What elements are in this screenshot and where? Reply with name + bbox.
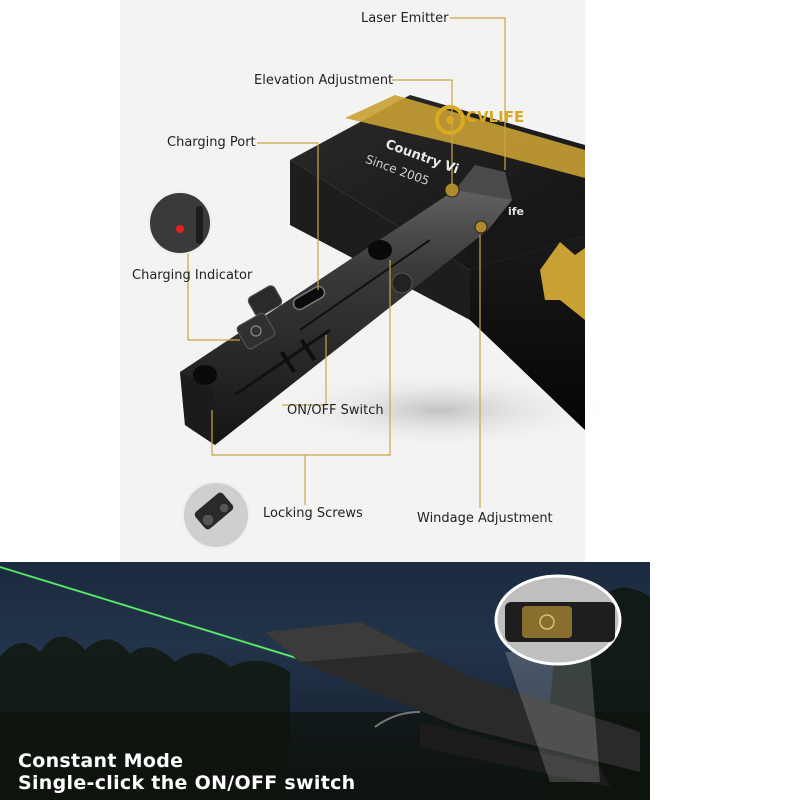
laser-sight-body xyxy=(180,165,512,445)
on-off-switch-closeup xyxy=(522,606,572,638)
label-windage-adjustment: Windage Adjustment xyxy=(417,511,553,526)
rear-mount-hole xyxy=(193,365,217,385)
box-gold-stripe xyxy=(345,95,585,178)
label-on-off-switch: ON/OFF Switch xyxy=(287,403,384,418)
switch-closeup-inset xyxy=(494,574,622,666)
rifle-barrel xyxy=(265,622,640,772)
box-suffix-text: ife xyxy=(508,205,525,218)
cvlife-logo-icon xyxy=(435,105,465,135)
charging-port-flap[interactable] xyxy=(247,284,284,318)
spotlight-cone xyxy=(505,652,600,782)
charging-indicator-inset xyxy=(148,191,212,255)
power-icon xyxy=(250,325,262,337)
charging-indicator-led xyxy=(176,225,184,233)
laser-sight-illustration xyxy=(148,17,610,549)
label-elevation-adjustment: Elevation Adjustment xyxy=(254,73,394,88)
locking-screw[interactable] xyxy=(391,272,413,294)
box-brand-logo: CVLIFE xyxy=(466,108,525,126)
elevation-adjust-screw[interactable] xyxy=(444,182,460,198)
windage-adjust-screw[interactable] xyxy=(474,220,488,234)
label-charging-port: Charging Port xyxy=(167,135,256,150)
night-scene-illustration xyxy=(0,565,650,800)
callout-leader-lines xyxy=(187,17,506,508)
label-locking-screws: Locking Screws xyxy=(263,506,363,521)
label-laser-emitter: Laser Emitter xyxy=(361,11,449,26)
middle-mount-hole xyxy=(368,240,392,260)
caption-mode-instruction: Single-click the ON/OFF switch xyxy=(18,772,356,794)
usb-c-charging-port[interactable] xyxy=(291,284,326,311)
box-gold-emblem xyxy=(540,242,585,320)
label-charging-indicator: Charging Indicator xyxy=(132,268,253,283)
caption-mode-title: Constant Mode xyxy=(18,750,184,772)
mounted-laser-sight xyxy=(420,722,610,787)
power-icon-closeup xyxy=(539,614,555,630)
on-off-switch-button[interactable] xyxy=(236,312,277,351)
floor-shadow xyxy=(270,370,610,450)
locking-screws-inset xyxy=(182,481,250,549)
night-scene-panel xyxy=(0,562,650,800)
